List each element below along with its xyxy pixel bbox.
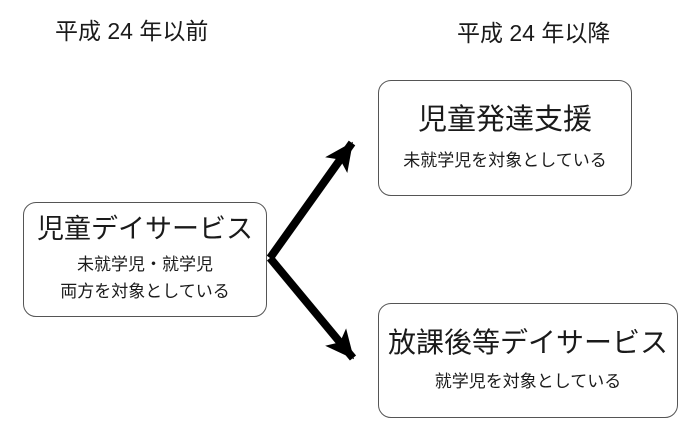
era-header-after: 平成 24 年以降 bbox=[457, 20, 611, 46]
era-header-before: 平成 24 年以前 bbox=[55, 18, 209, 44]
box-child-day-service-subtitle-line1: 未就学児・就学児 bbox=[77, 255, 213, 275]
box-child-development-support: 児童発達支援 未就学児を対象としている bbox=[378, 80, 632, 196]
box-afterschool-day-service-title: 放課後等デイサービス bbox=[387, 327, 668, 359]
box-child-day-service-subtitle-line2: 両方を対象としている bbox=[60, 282, 230, 302]
arrow-to-afterschool-day-service bbox=[266, 255, 357, 361]
box-child-development-support-title: 児童発達支援 bbox=[417, 104, 592, 137]
box-child-development-support-subtitle: 未就学児を対象としている bbox=[403, 150, 607, 170]
box-child-day-service: 児童デイサービス 未就学児・就学児 両方を対象としている bbox=[23, 202, 267, 317]
arrow-to-child-development-support bbox=[266, 140, 356, 261]
box-afterschool-day-service-subtitle: 就学児を対象としている bbox=[434, 372, 622, 392]
box-child-day-service-title: 児童デイサービス bbox=[37, 214, 253, 245]
box-afterschool-day-service: 放課後等デイサービス 就学児を対象としている bbox=[378, 303, 678, 418]
